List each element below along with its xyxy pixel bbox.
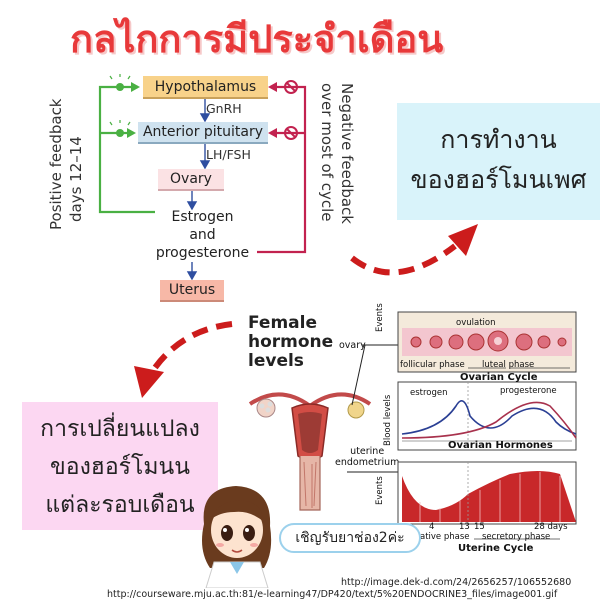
female-hormone-title: Female hormone levels (248, 313, 334, 371)
estrogen-curve-label: estrogen (410, 388, 448, 398)
blood-levels-axis-label: Blood levels (383, 394, 393, 446)
events-axis-label-2: Events (375, 476, 385, 505)
uterus-illustration (248, 392, 372, 511)
uterus-box: Uterus (160, 280, 224, 302)
events-axis-label-1: Events (375, 303, 385, 332)
source-url-2[interactable]: http://courseware.mju.ac.th:81/e-learnin… (107, 589, 558, 600)
ovary-label: ovary (339, 340, 366, 351)
day-first-tick: 4 (429, 522, 435, 532)
lhfsh-label: LH/FSH (206, 147, 251, 162)
anterior-pituitary-box: Anterior pituitary (138, 122, 268, 144)
luteal-phase-label: luteal phase (482, 360, 535, 370)
gnrh-label: GnRH (206, 101, 242, 116)
ovarian-cycle-caption: Ovarian Cycle (460, 372, 538, 383)
cartoon-girl-icon (202, 486, 272, 588)
ovulation-label: ovulation (456, 318, 496, 328)
hypothalamus-box: Hypothalamus (143, 76, 268, 99)
source-url-1[interactable]: http://image.dek-d.com/24/2656257/106552… (341, 577, 572, 588)
day-tick-28: 28 days (534, 522, 568, 532)
message-pill: เชิญรับยาช่อง2ค่ะ (279, 523, 421, 553)
progesterone-curve-label: progesterone (500, 386, 557, 396)
endometrium-label: uterine endometrium (335, 446, 400, 468)
hormone-function-box: การทำงาน ของฮอร์โมนเพศ (397, 103, 600, 220)
page-title: กลไกการมีประจำเดือน (70, 17, 444, 61)
follicular-phase-label: follicular phase (400, 360, 465, 370)
ovarian-hormones-caption: Ovarian Hormones (448, 440, 553, 451)
secretory-phase-label: secretory phase (482, 532, 551, 542)
hormone-change-box: การเปลี่ยนแปลง ของฮอร์โมนน แต่ละรอบเดือน (22, 402, 218, 530)
uterine-cycle-caption: Uterine Cycle (458, 543, 534, 554)
estrogen-progesterone-label: Estrogen and progesterone (155, 209, 250, 261)
day-tick-15: 15 (474, 522, 485, 532)
menstrual-cycle-chart (397, 311, 577, 540)
day-tick-13: 13 (459, 522, 470, 532)
ovary-box: Ovary (158, 169, 224, 191)
proliferative-phase-label: ative phase (420, 532, 470, 542)
